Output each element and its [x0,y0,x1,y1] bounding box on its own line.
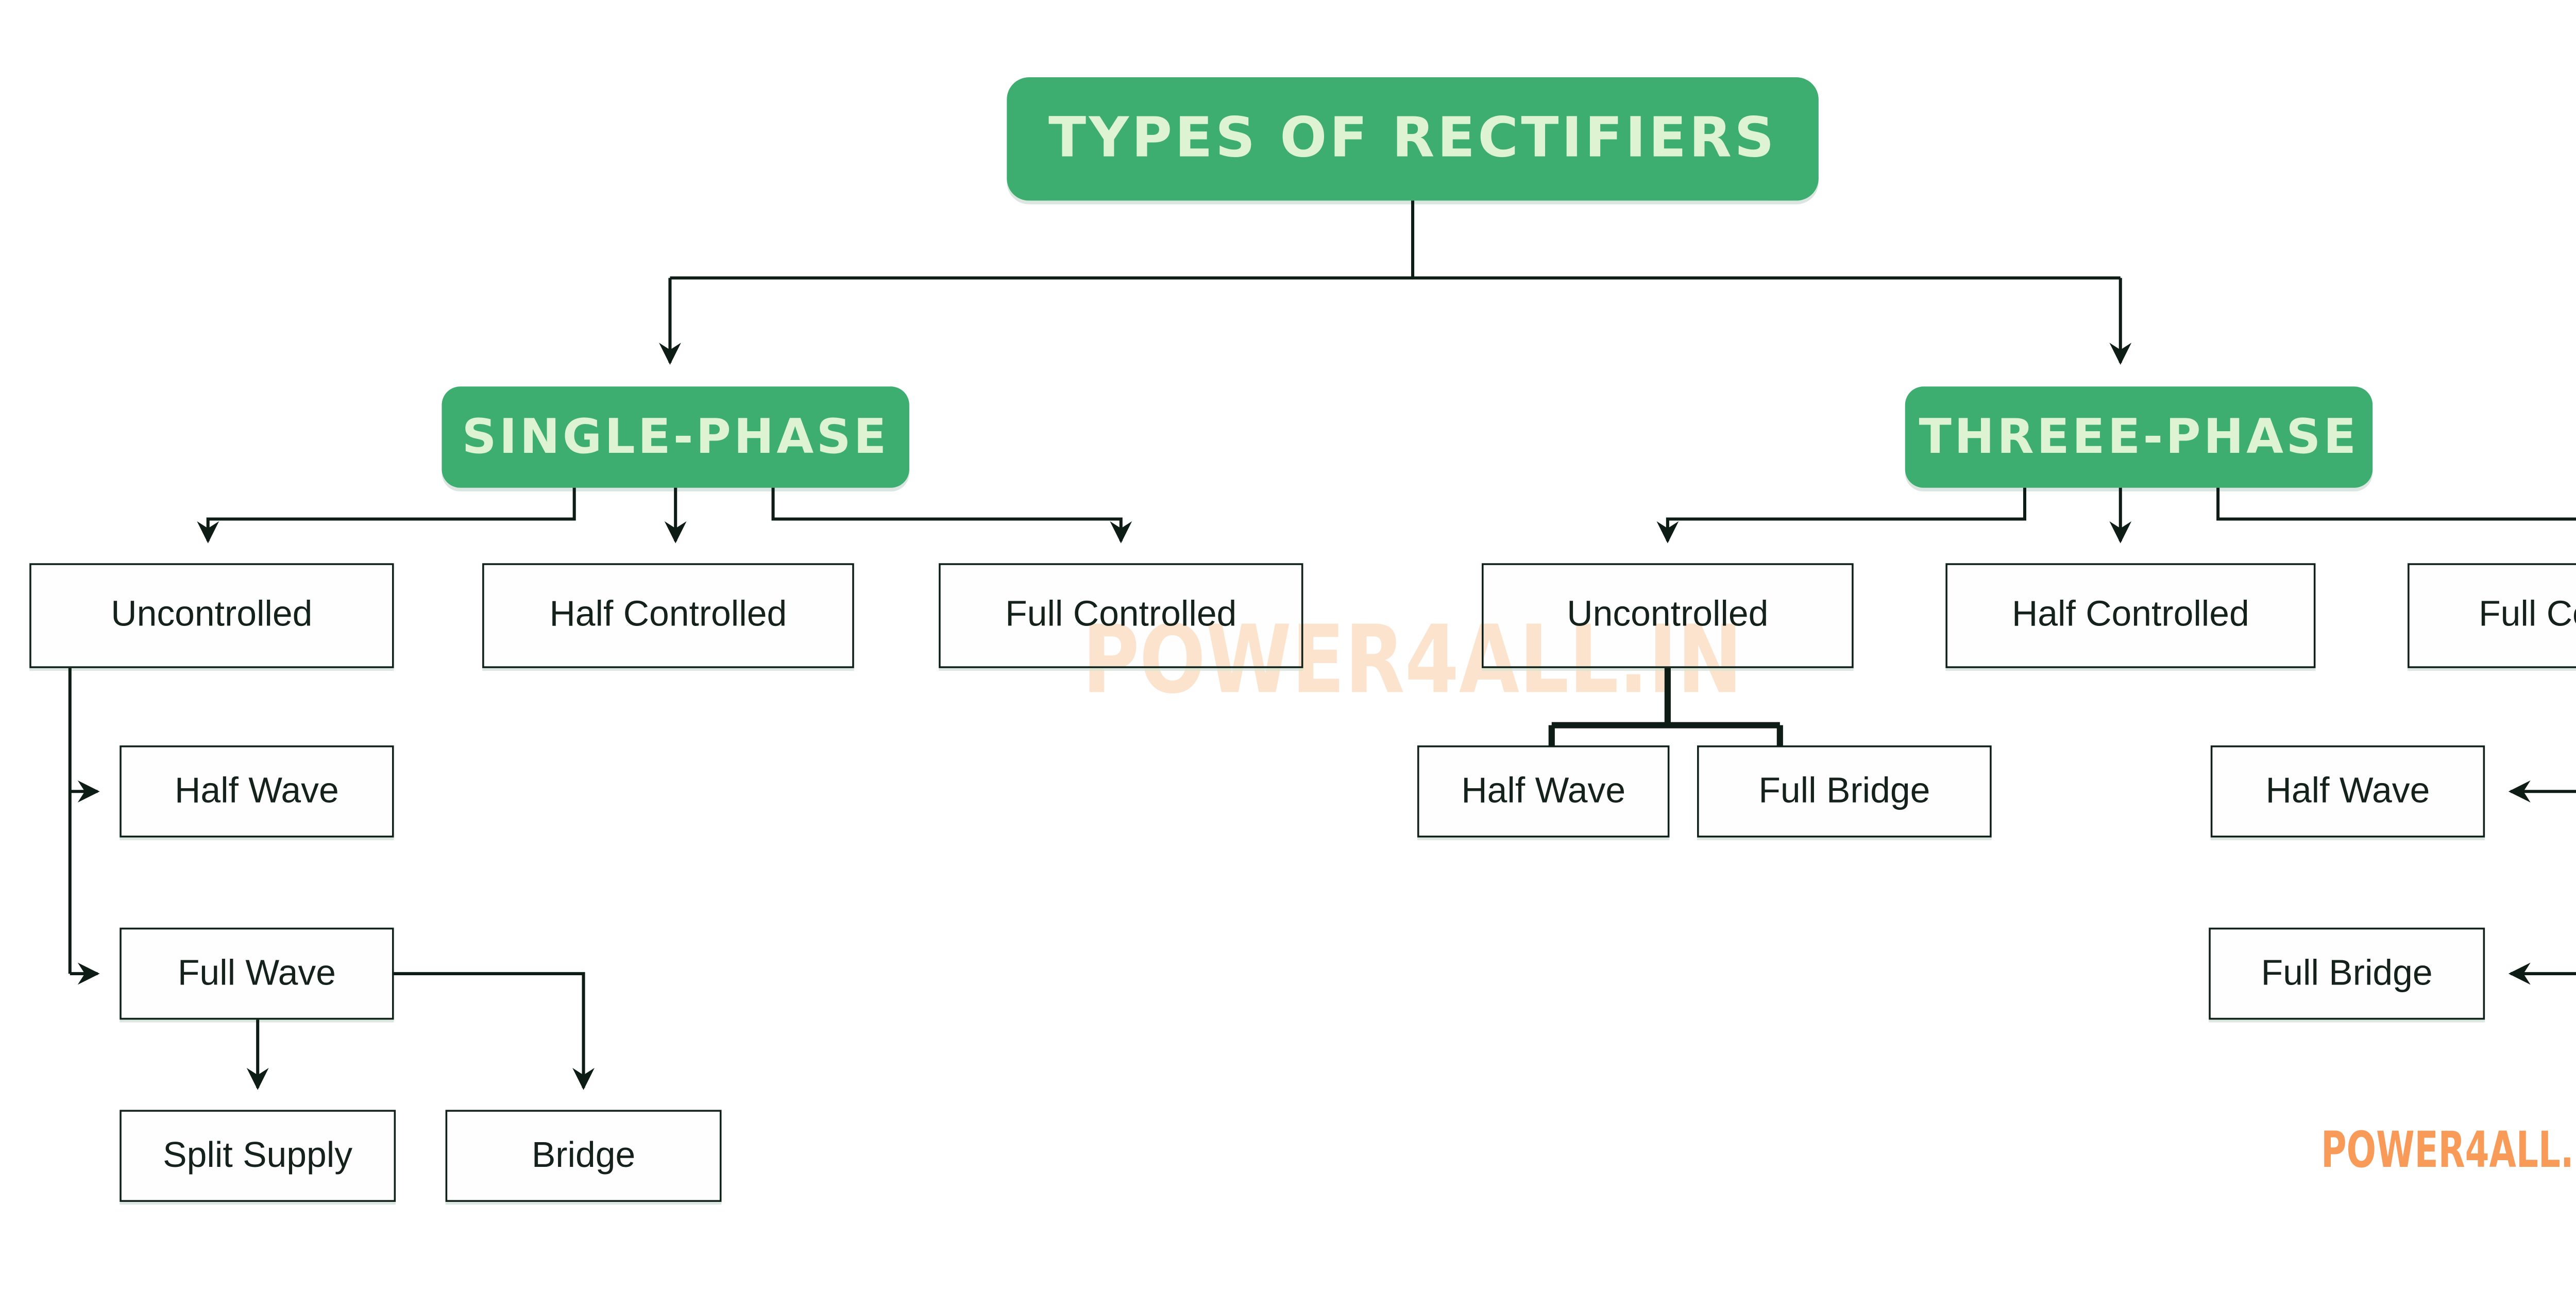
node-sp-split-supply: Split Supply [120,1110,396,1202]
connector-three-to-uncontrolled [1656,487,2027,544]
node-tp-unc-half-wave: Half Wave [1417,745,1670,838]
connector-tp-uncontrolled-tsplit [1548,668,1783,748]
node-tp-uncontrolled: Uncontrolled [1482,563,1854,668]
node-tp-half-controlled: Half Controlled [1945,563,2316,668]
connector-tp-full-controlled-to-half-wave [2508,780,2576,803]
node-tp-full-controlled: Full Controlled [2408,563,2576,668]
connector-full-wave-to-bridge [394,972,595,1090]
connector-three-to-full-controlled [2216,487,2576,521]
node-tp-unc-full-bridge: Full Bridge [1697,745,1992,838]
node-types-of-rectifiers: TYPES OF RECTIFIERS [1007,77,1819,201]
connector-single-to-full-controlled [771,487,1132,544]
node-tp-fc-full-bridge: Full Bridge [2209,927,2485,1020]
node-three-phase: THREEE-PHASE [1905,386,2373,488]
node-sp-half-wave: Half Wave [120,745,394,838]
node-sp-uncontrolled: Uncontrolled [29,563,394,668]
node-sp-half-controlled: Half Controlled [482,563,854,668]
node-sp-full-controlled: Full Controlled [939,563,1303,668]
node-tp-fc-half-wave: Half Wave [2210,745,2485,838]
connector-tp-full-controlled-to-full-bridge [2508,962,2576,985]
node-single-phase: SINGLE-PHASE [442,386,909,488]
connector-single-to-uncontrolled [197,487,576,544]
node-sp-full-wave: Full Wave [120,927,394,1020]
node-sp-bridge: Bridge [445,1110,722,1202]
